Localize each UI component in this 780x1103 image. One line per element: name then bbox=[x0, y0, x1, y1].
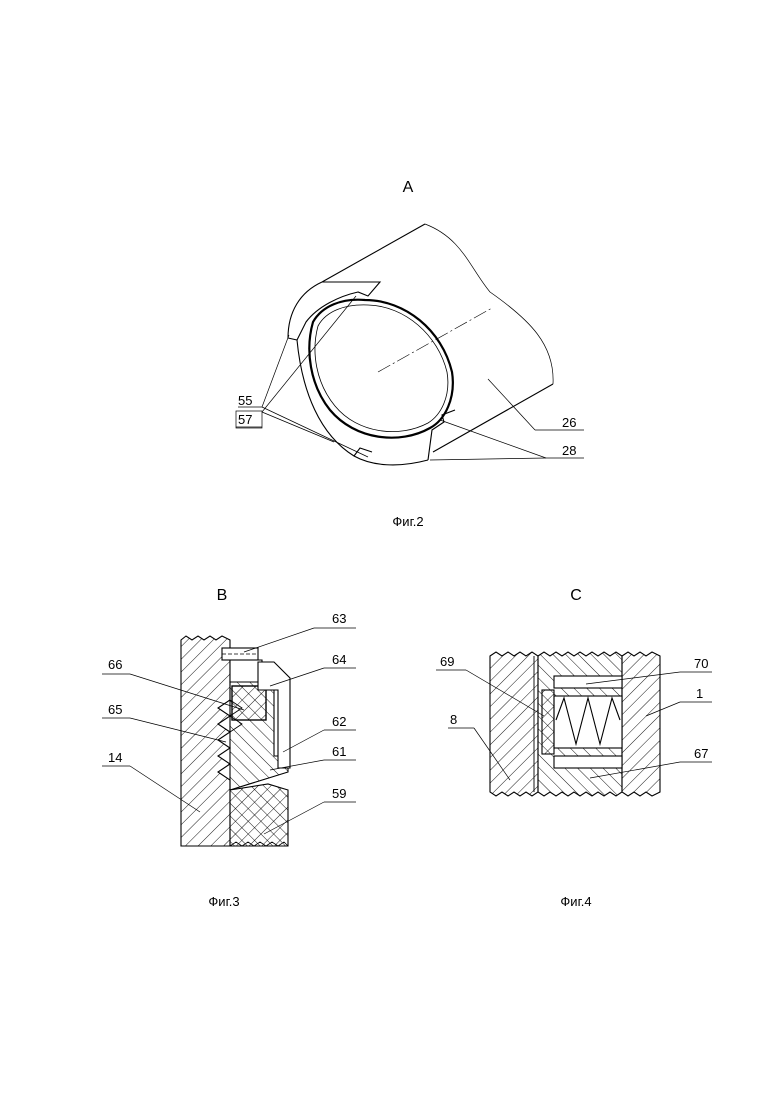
label-69: 69 bbox=[440, 654, 454, 669]
label-1: 1 bbox=[696, 686, 703, 701]
figure-2: A bbox=[236, 179, 584, 529]
fig2-view-label: A bbox=[403, 179, 414, 196]
callout-26-leader bbox=[488, 379, 535, 430]
figure-3: B bbox=[102, 587, 356, 909]
label-65: 65 bbox=[108, 702, 122, 717]
part-69-plate bbox=[542, 690, 554, 754]
rim-outer-bottom bbox=[297, 340, 428, 465]
label-14: 14 bbox=[108, 750, 122, 765]
fig3-view-label: B bbox=[217, 587, 228, 604]
section-c bbox=[490, 652, 660, 796]
rim-top-tongue bbox=[297, 282, 380, 340]
fig2-caption: Фиг.2 bbox=[392, 514, 423, 529]
label-59: 59 bbox=[332, 786, 346, 801]
label-8: 8 bbox=[450, 712, 457, 727]
label-66: 66 bbox=[108, 657, 122, 672]
callout-63-leader bbox=[244, 628, 314, 652]
part-59-packing bbox=[230, 784, 288, 846]
rim-lip-edge bbox=[288, 338, 297, 340]
sleeve-axis bbox=[378, 308, 492, 372]
part-66-insert bbox=[232, 686, 266, 720]
inner-ring bbox=[309, 300, 452, 438]
label-70: 70 bbox=[694, 656, 708, 671]
label-61: 61 bbox=[332, 744, 346, 759]
label-26: 26 bbox=[562, 415, 576, 430]
inner-ring-face bbox=[315, 305, 448, 432]
callout-57-leader-b bbox=[262, 412, 334, 442]
label-28: 28 bbox=[562, 443, 576, 458]
callout-28-leader-b bbox=[430, 458, 546, 460]
spring-cavity bbox=[554, 696, 622, 748]
label-62: 62 bbox=[332, 714, 346, 729]
label-67: 67 bbox=[694, 746, 708, 761]
label-64: 64 bbox=[332, 652, 346, 667]
label-57: 57 bbox=[238, 412, 252, 427]
fig3-caption: Фиг.3 bbox=[208, 894, 239, 909]
fig4-view-label: C bbox=[570, 587, 582, 604]
sleeve-far-end bbox=[425, 224, 553, 384]
part-64-gap bbox=[230, 660, 262, 682]
figure-4: C bbox=[436, 587, 712, 909]
sleeve-top-edge bbox=[322, 224, 425, 282]
part-1-wall bbox=[622, 652, 660, 796]
part-8-wall bbox=[490, 652, 538, 796]
section-b bbox=[181, 636, 290, 846]
label-63: 63 bbox=[332, 611, 346, 626]
fig4-caption: Фиг.4 bbox=[560, 894, 591, 909]
label-55: 55 bbox=[238, 393, 252, 408]
part-70-slot bbox=[554, 676, 622, 688]
part-67-slot bbox=[554, 756, 622, 768]
sleeve-drawing bbox=[288, 224, 553, 465]
callout-55-leader-a bbox=[262, 335, 289, 407]
callout-55-leader-b bbox=[262, 407, 368, 457]
